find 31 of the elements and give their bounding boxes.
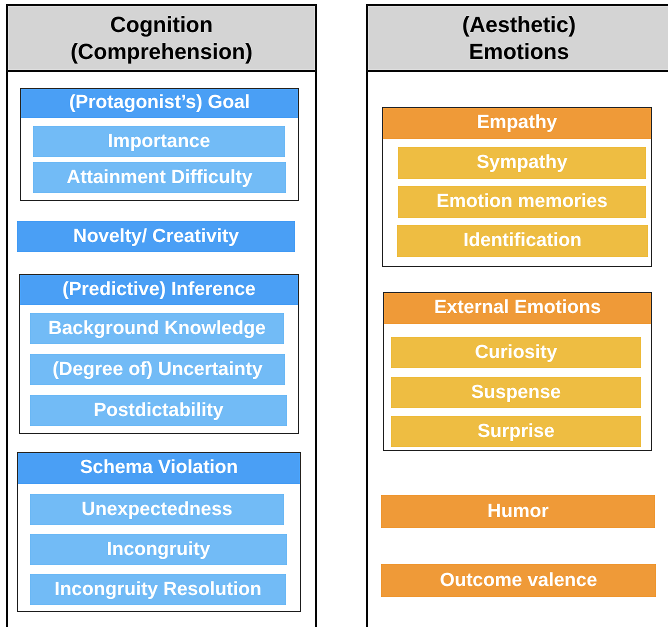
category-bar: Importance xyxy=(33,126,285,157)
category-bar: Background Knowledge xyxy=(30,313,284,344)
category-bar: (Degree of) Uncertainty xyxy=(30,354,285,385)
category-bar: Unexpectedness xyxy=(30,494,284,525)
group-box xyxy=(20,88,299,201)
column-header: (Aesthetic) Emotions xyxy=(368,6,668,72)
group-header: Schema Violation xyxy=(80,457,238,479)
column-panel xyxy=(6,4,317,627)
category-bar: Sympathy xyxy=(398,147,646,179)
category-bar: Identification xyxy=(397,225,648,257)
group-box xyxy=(17,452,301,612)
group-box xyxy=(382,107,652,267)
category-bar: Incongruity Resolution xyxy=(30,574,286,605)
category-bar: Humor xyxy=(381,495,655,528)
category-bar: Surprise xyxy=(391,416,641,447)
category-bar: Postdictability xyxy=(30,395,287,426)
group-header: Empathy xyxy=(476,112,558,134)
group-header: (Predictive) Inference xyxy=(62,278,256,300)
column-header: Cognition (Comprehension) xyxy=(8,6,315,72)
group-header: External Emotions xyxy=(434,297,601,319)
group-box xyxy=(19,274,299,434)
category-bar: Novelty/ Creativity xyxy=(17,221,295,252)
category-bar: Curiosity xyxy=(391,337,641,368)
category-bar: Incongruity xyxy=(30,534,287,565)
category-bar: Attainment Difficulty xyxy=(33,162,286,193)
group-header: (Protagonist’s) Goal xyxy=(69,92,250,114)
category-bar: Emotion memories xyxy=(398,186,646,218)
category-bar: Suspense xyxy=(391,377,641,408)
group-box xyxy=(383,292,652,451)
category-bar: Outcome valence xyxy=(381,564,656,597)
column-panel xyxy=(366,4,668,627)
